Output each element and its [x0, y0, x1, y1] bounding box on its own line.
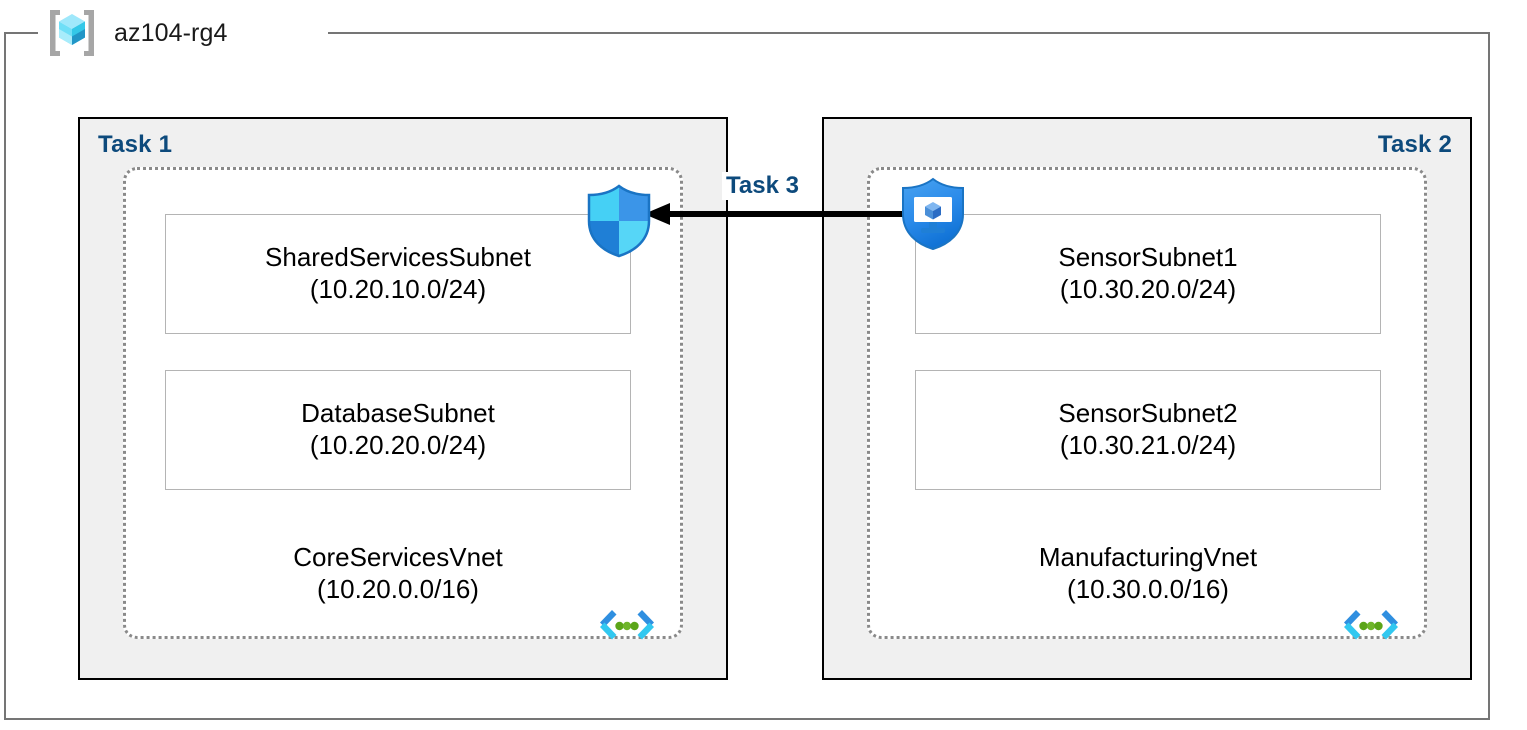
subnet-cidr: (10.30.21.0/24) — [1059, 430, 1237, 460]
subnet-name: DatabaseSubnet — [301, 398, 495, 429]
virtual-network-icon — [1338, 605, 1404, 649]
subnet-sensor1[interactable]: SensorSubnet1 (10.30.20.0/24) — [915, 214, 1381, 334]
subnet-name: SensorSubnet1 — [1058, 242, 1238, 273]
subnet-sharedservices[interactable]: SharedServicesSubnet (10.20.10.0/24) — [165, 214, 631, 334]
subnet-cidr: (10.20.20.0/24) — [309, 430, 487, 460]
virtual-network-icon — [594, 605, 660, 649]
subnet-database[interactable]: DatabaseSubnet (10.20.20.0/24) — [165, 370, 631, 490]
shield-quadrant-icon — [583, 183, 655, 259]
task-1-label: Task 1 — [98, 131, 173, 158]
subnet-sensor2[interactable]: SensorSubnet2 (10.30.21.0/24) — [915, 370, 1381, 490]
vnet-name: ManufacturingVnet — [1038, 542, 1258, 572]
vnet-peering-arrow — [640, 198, 910, 230]
subnet-name: SensorSubnet2 — [1058, 398, 1238, 429]
subnet-cidr: (10.30.20.0/24) — [1059, 274, 1237, 304]
resource-group-frame — [4, 32, 1490, 720]
shield-vm-icon — [897, 176, 969, 252]
vnet-manufacturing-caption: ManufacturingVnet (10.30.0.0/16) — [915, 542, 1381, 605]
vnet-coreservices-caption: CoreServicesVnet (10.20.0.0/16) — [165, 542, 631, 605]
resource-group-cube-icon — [44, 7, 100, 59]
resource-group-legend: az104-rg4 — [44, 6, 238, 60]
resource-group-name: az104-rg4 — [114, 18, 228, 47]
subnet-name: SharedServicesSubnet — [265, 242, 531, 273]
subnet-cidr: (10.20.10.0/24) — [309, 274, 487, 304]
vnet-name: CoreServicesVnet — [293, 542, 503, 572]
vnet-cidr: (10.30.0.0/16) — [1067, 573, 1229, 604]
task-2-label: Task 2 — [1377, 131, 1452, 158]
task-3-label: Task 3 — [722, 172, 803, 200]
vnet-cidr: (10.20.0.0/16) — [317, 573, 479, 604]
